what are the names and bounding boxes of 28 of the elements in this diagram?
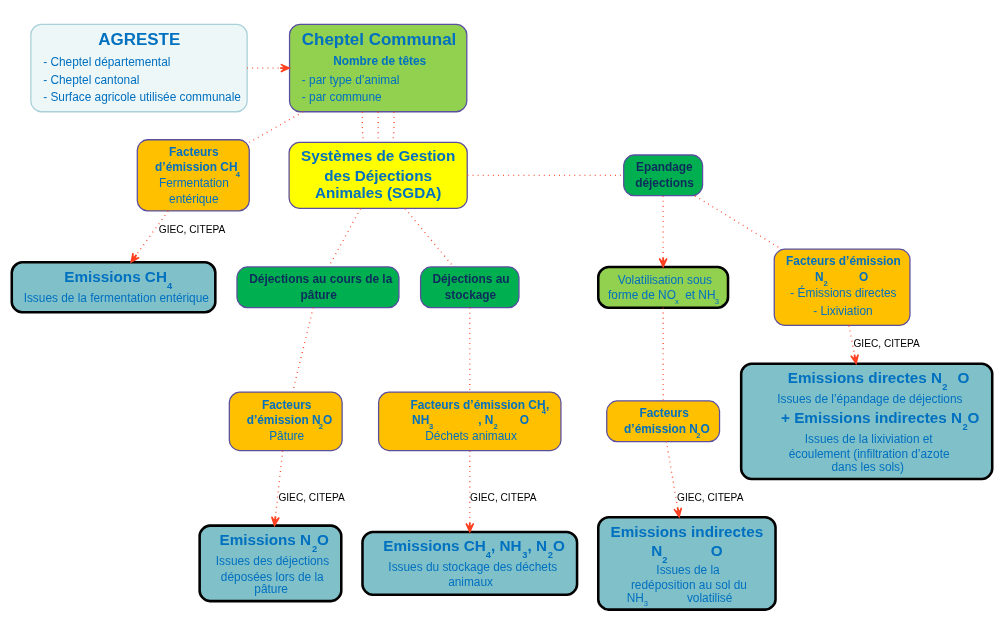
arrow [465,450,475,533]
node-box: Facteurs d’émission CH$_{4}$ Fermentation entérique [136,139,250,212]
node-box: AGRESTE - Cheptel départemental - Cheptel cantonal - Surface agricole utilisée communale [30,23,248,113]
node-box: Emissions CH$_{4}$ Issues de la fermentation entérique [10,261,217,314]
edge-label: GIEC, CITEPA [677,491,744,503]
node-box: Volatilisation sous forme de NO$_{x}$ et NH$_{3}$ [597,265,730,309]
node-box: Cheptel Communal Nombre de têtes - par type d’animal - par commune [288,23,468,113]
edge-label: GIEC, CITEPA [853,338,920,350]
node-box: Facteurs d’émission N$_{2}$O - Émissions directes - Lixiviation [773,248,911,327]
node-box: Facteurs d’émission N$_{2}$O Pâture [228,391,343,452]
node-box: Emissions indirectes N$_{2}$O Issues de la redéposition au sol du NH$_{3}$ volatilisé [597,515,777,611]
node-box: Déjections au stockage [419,266,520,309]
arrow [270,450,284,527]
arrow [658,195,668,268]
node-box: Emissions N$_{2}$O Issues des déjections déposées lors de la pâture [198,524,343,603]
node-box: Facteurs d’émission N$_{2}$O [606,400,721,443]
arrow [130,210,169,263]
arrow [246,63,291,73]
node-box: Déjections au cours de la pâture [236,266,400,309]
node-box: Epandage déjections [623,154,704,197]
node-box: Emissions CH$_{4}$, NH$_{3}$, N$_{2}$O Issues du stockage des déchets animaux [361,530,579,597]
edge-label: GIEC, CITEPA [470,491,537,503]
connector [248,111,304,144]
node-box: Systèmes de Gestion des Déjections Animales (SGDA) [288,141,468,210]
node-box: Facteurs d’émission CH$_{4}$, NH$_{3}$, N$_{2}$O Déchets animaux [377,391,562,452]
node-box: Emissions directes N$_{2}$O Issues de l’épandage de déjections + Emissions indirectes N$_{2}$O Issues de la lixiviation et écoulement (infiltration d’azote dans les sols) [739,362,994,481]
edge-label: GIEC, CITEPA [278,491,345,503]
edge-label: GIEC, CITEPA [158,223,226,235]
